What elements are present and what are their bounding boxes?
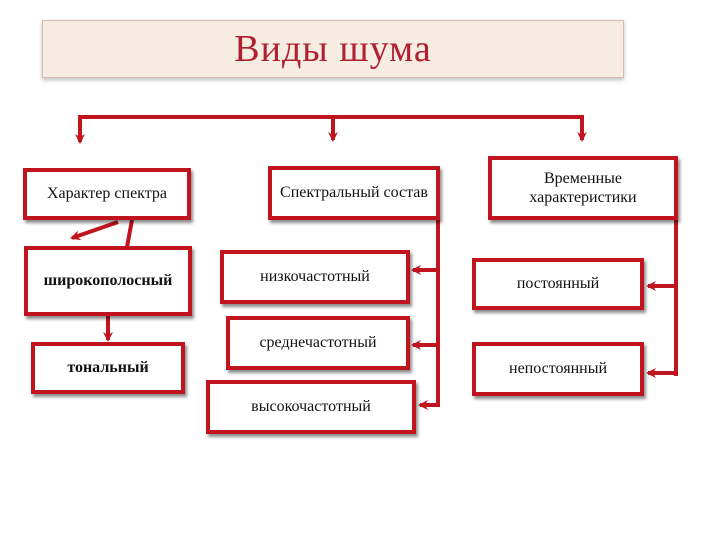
category-temporal: Временные характеристики — [488, 156, 678, 220]
title-banner: Виды шума — [42, 20, 624, 78]
item-low-frequency-label: низкочастотный — [260, 268, 370, 286]
category-composition: Спектральный состав — [268, 166, 440, 220]
category-temporal-label: Временные характеристики — [529, 169, 637, 206]
item-nonconstant-label: непостоянный — [509, 360, 607, 378]
item-constant-label: постоянный — [516, 275, 600, 293]
item-high-frequency: высокочастотный — [206, 380, 416, 434]
item-mid-frequency-label: среднечастотный — [259, 334, 377, 352]
page-title: Виды шума — [234, 28, 432, 70]
item-wideband-label: широкополосный — [43, 272, 173, 290]
item-low-frequency: низкочастотный — [220, 250, 410, 304]
arrow-to-wideband — [70, 220, 119, 241]
left-branch-line — [125, 219, 134, 248]
item-tonal: тональный — [31, 342, 185, 394]
category-composition-label: Спектральный состав — [280, 184, 428, 202]
item-constant: постоянный — [472, 258, 644, 310]
item-nonconstant: непостоянный — [472, 342, 644, 396]
category-spectrum-label: Характер спектра — [46, 185, 168, 203]
item-tonal-label: тональный — [67, 359, 149, 377]
item-wideband: широкополосный — [24, 246, 192, 316]
category-spectrum: Характер спектра — [23, 168, 191, 220]
item-mid-frequency: среднечастотный — [226, 316, 410, 370]
item-high-frequency-label: высокочастотный — [251, 398, 371, 416]
